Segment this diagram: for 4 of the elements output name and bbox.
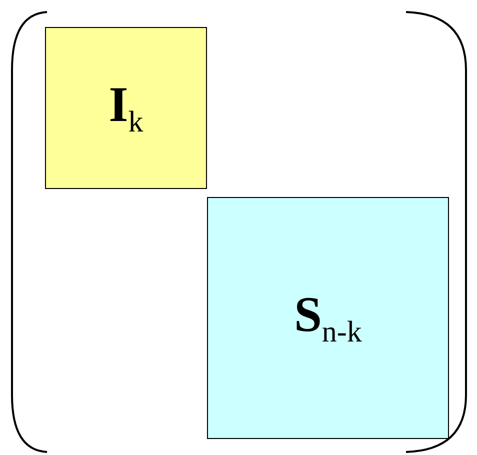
matrix-block <box>45 27 207 189</box>
block-label: I$_{k}$ <box>108 78 144 138</box>
matrix-block <box>207 197 449 439</box>
block-label: S$_{n-k}$ <box>294 288 362 348</box>
